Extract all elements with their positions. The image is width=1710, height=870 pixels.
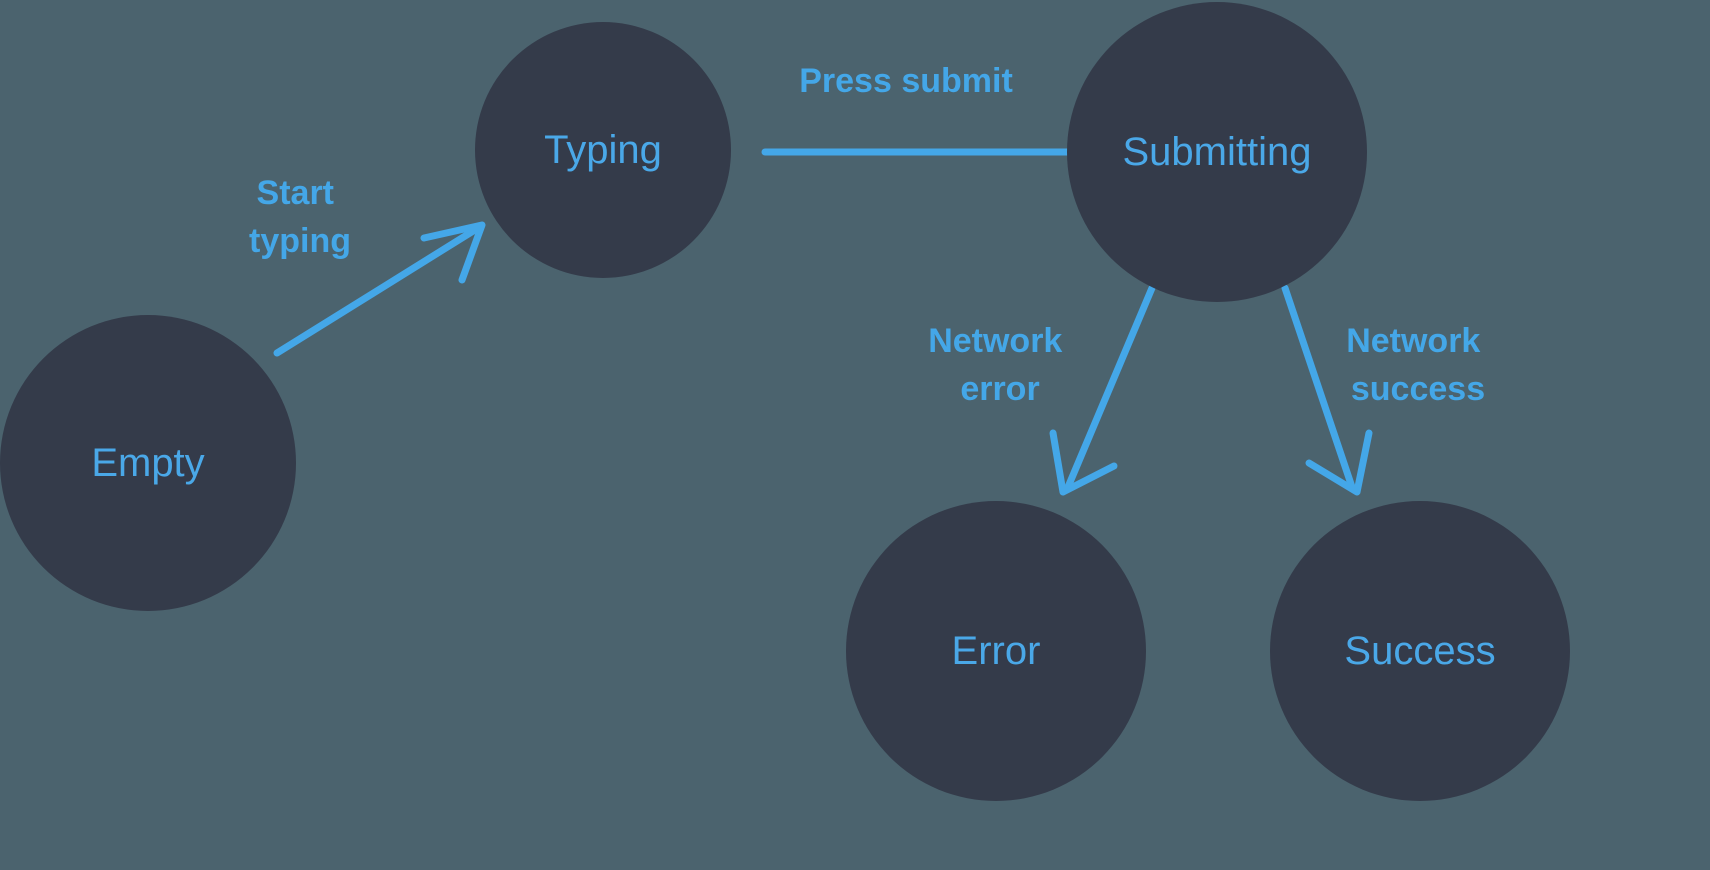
state-node-submitting[interactable]: Submitting	[1067, 2, 1367, 302]
state-node-typing[interactable]: Typing	[475, 22, 731, 278]
transition-label-network-success: Network success	[1346, 322, 1490, 408]
state-node-label: Submitting	[1123, 130, 1312, 174]
state-node-label: Empty	[91, 441, 204, 485]
state-node-shape	[475, 22, 731, 278]
state-node-shape	[846, 501, 1146, 801]
transition-arrow-line	[273, 224, 482, 357]
transition-submitting-to-error[interactable]: Network error	[928, 284, 1156, 496]
transition-label-line: Press submit	[799, 62, 1013, 100]
transition-arrow-head	[1049, 429, 1118, 496]
state-node-shape	[1270, 501, 1570, 801]
state-node-label: Success	[1344, 629, 1495, 673]
transition-label-line: error	[960, 370, 1039, 408]
transition-empty-to-typing[interactable]: Start typing	[249, 174, 486, 357]
transition-submitting-to-success[interactable]: Network success	[1281, 284, 1490, 496]
state-node-error[interactable]: Error	[846, 501, 1146, 801]
transition-label-press-submit: Press submit	[799, 62, 1013, 100]
state-node-success[interactable]: Success	[1270, 501, 1570, 801]
state-node-shape	[1067, 2, 1367, 302]
transition-arrow-head	[1305, 429, 1373, 496]
transition-arrow-head	[420, 221, 486, 284]
transition-typing-to-submitting[interactable]: Press submit	[761, 62, 1140, 188]
transition-arrow-line	[1064, 284, 1156, 491]
state-node-shape	[0, 315, 296, 611]
state-node-label: Error	[952, 629, 1041, 673]
transition-label-network-error: Network error	[928, 322, 1072, 408]
state-node-label: Typing	[544, 128, 662, 172]
transition-label-line: typing	[249, 222, 351, 260]
transition-arrow-line	[1281, 284, 1356, 491]
transition-label-line: success	[1351, 370, 1485, 408]
transition-label-line: Network	[1346, 322, 1480, 360]
transition-label-start-typing: Start typing	[249, 174, 351, 260]
state-node-empty[interactable]: Empty	[0, 315, 296, 611]
transition-label-line: Network	[928, 322, 1062, 360]
transition-label-line: Start	[257, 174, 334, 212]
